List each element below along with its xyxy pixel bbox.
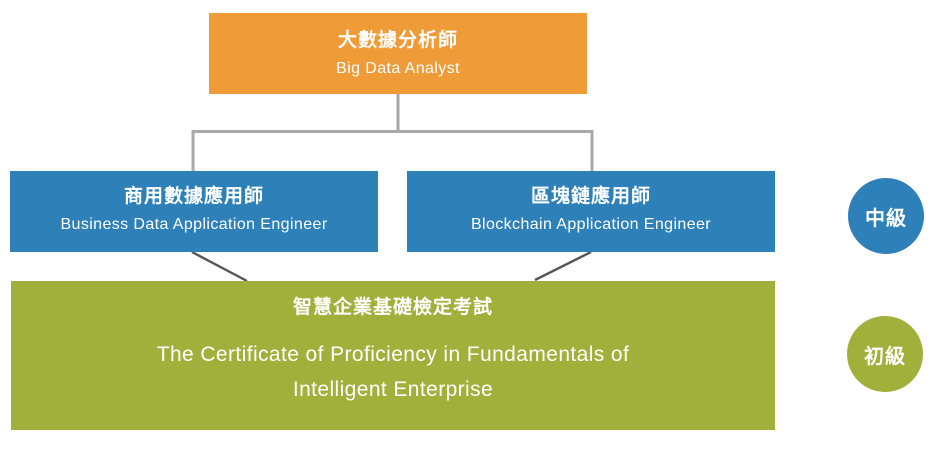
level-badge-beginner: 初級 [847, 316, 923, 392]
level-badge-intermediate: 中級 [848, 178, 924, 254]
node-blockchain-application-engineer: 區塊鏈應用師 Blockchain Application Engineer [407, 171, 775, 252]
node-subtitle-line1: The Certificate of Proficiency in Fundam… [156, 343, 630, 366]
level-badge-label: 初級 [864, 345, 906, 368]
node-subtitle-en: Big Data Analyst [336, 60, 460, 77]
node-subtitle-en: Business Data Application Engineer [60, 216, 328, 233]
node-subtitle-line2: Intelligent Enterprise [292, 378, 494, 401]
diagonal-connector-line [191, 250, 592, 283]
node-business-data-application-engineer: 商用數據應用師 Business Data Application Engine… [10, 171, 378, 252]
node-certificate-fundamentals-exam: 智慧企業基礎檢定考試 The Certificate of Proficienc… [11, 281, 775, 430]
node-subtitle-en: Blockchain Application Engineer [470, 216, 712, 233]
node-big-data-analyst: 大數據分析師 Big Data Analyst [209, 13, 587, 94]
node-title-zh: 區塊鏈應用師 [530, 186, 651, 207]
node-subtitle-en: The Certificate of Proficiency in Fundam… [157, 337, 629, 407]
tree-connector-line [191, 94, 594, 171]
node-title-zh: 商用數據應用師 [123, 186, 264, 207]
node-title-zh: 大數據分析師 [337, 30, 458, 51]
node-title-zh: 智慧企業基礎檢定考試 [292, 297, 493, 318]
level-badge-label: 中級 [865, 207, 907, 230]
